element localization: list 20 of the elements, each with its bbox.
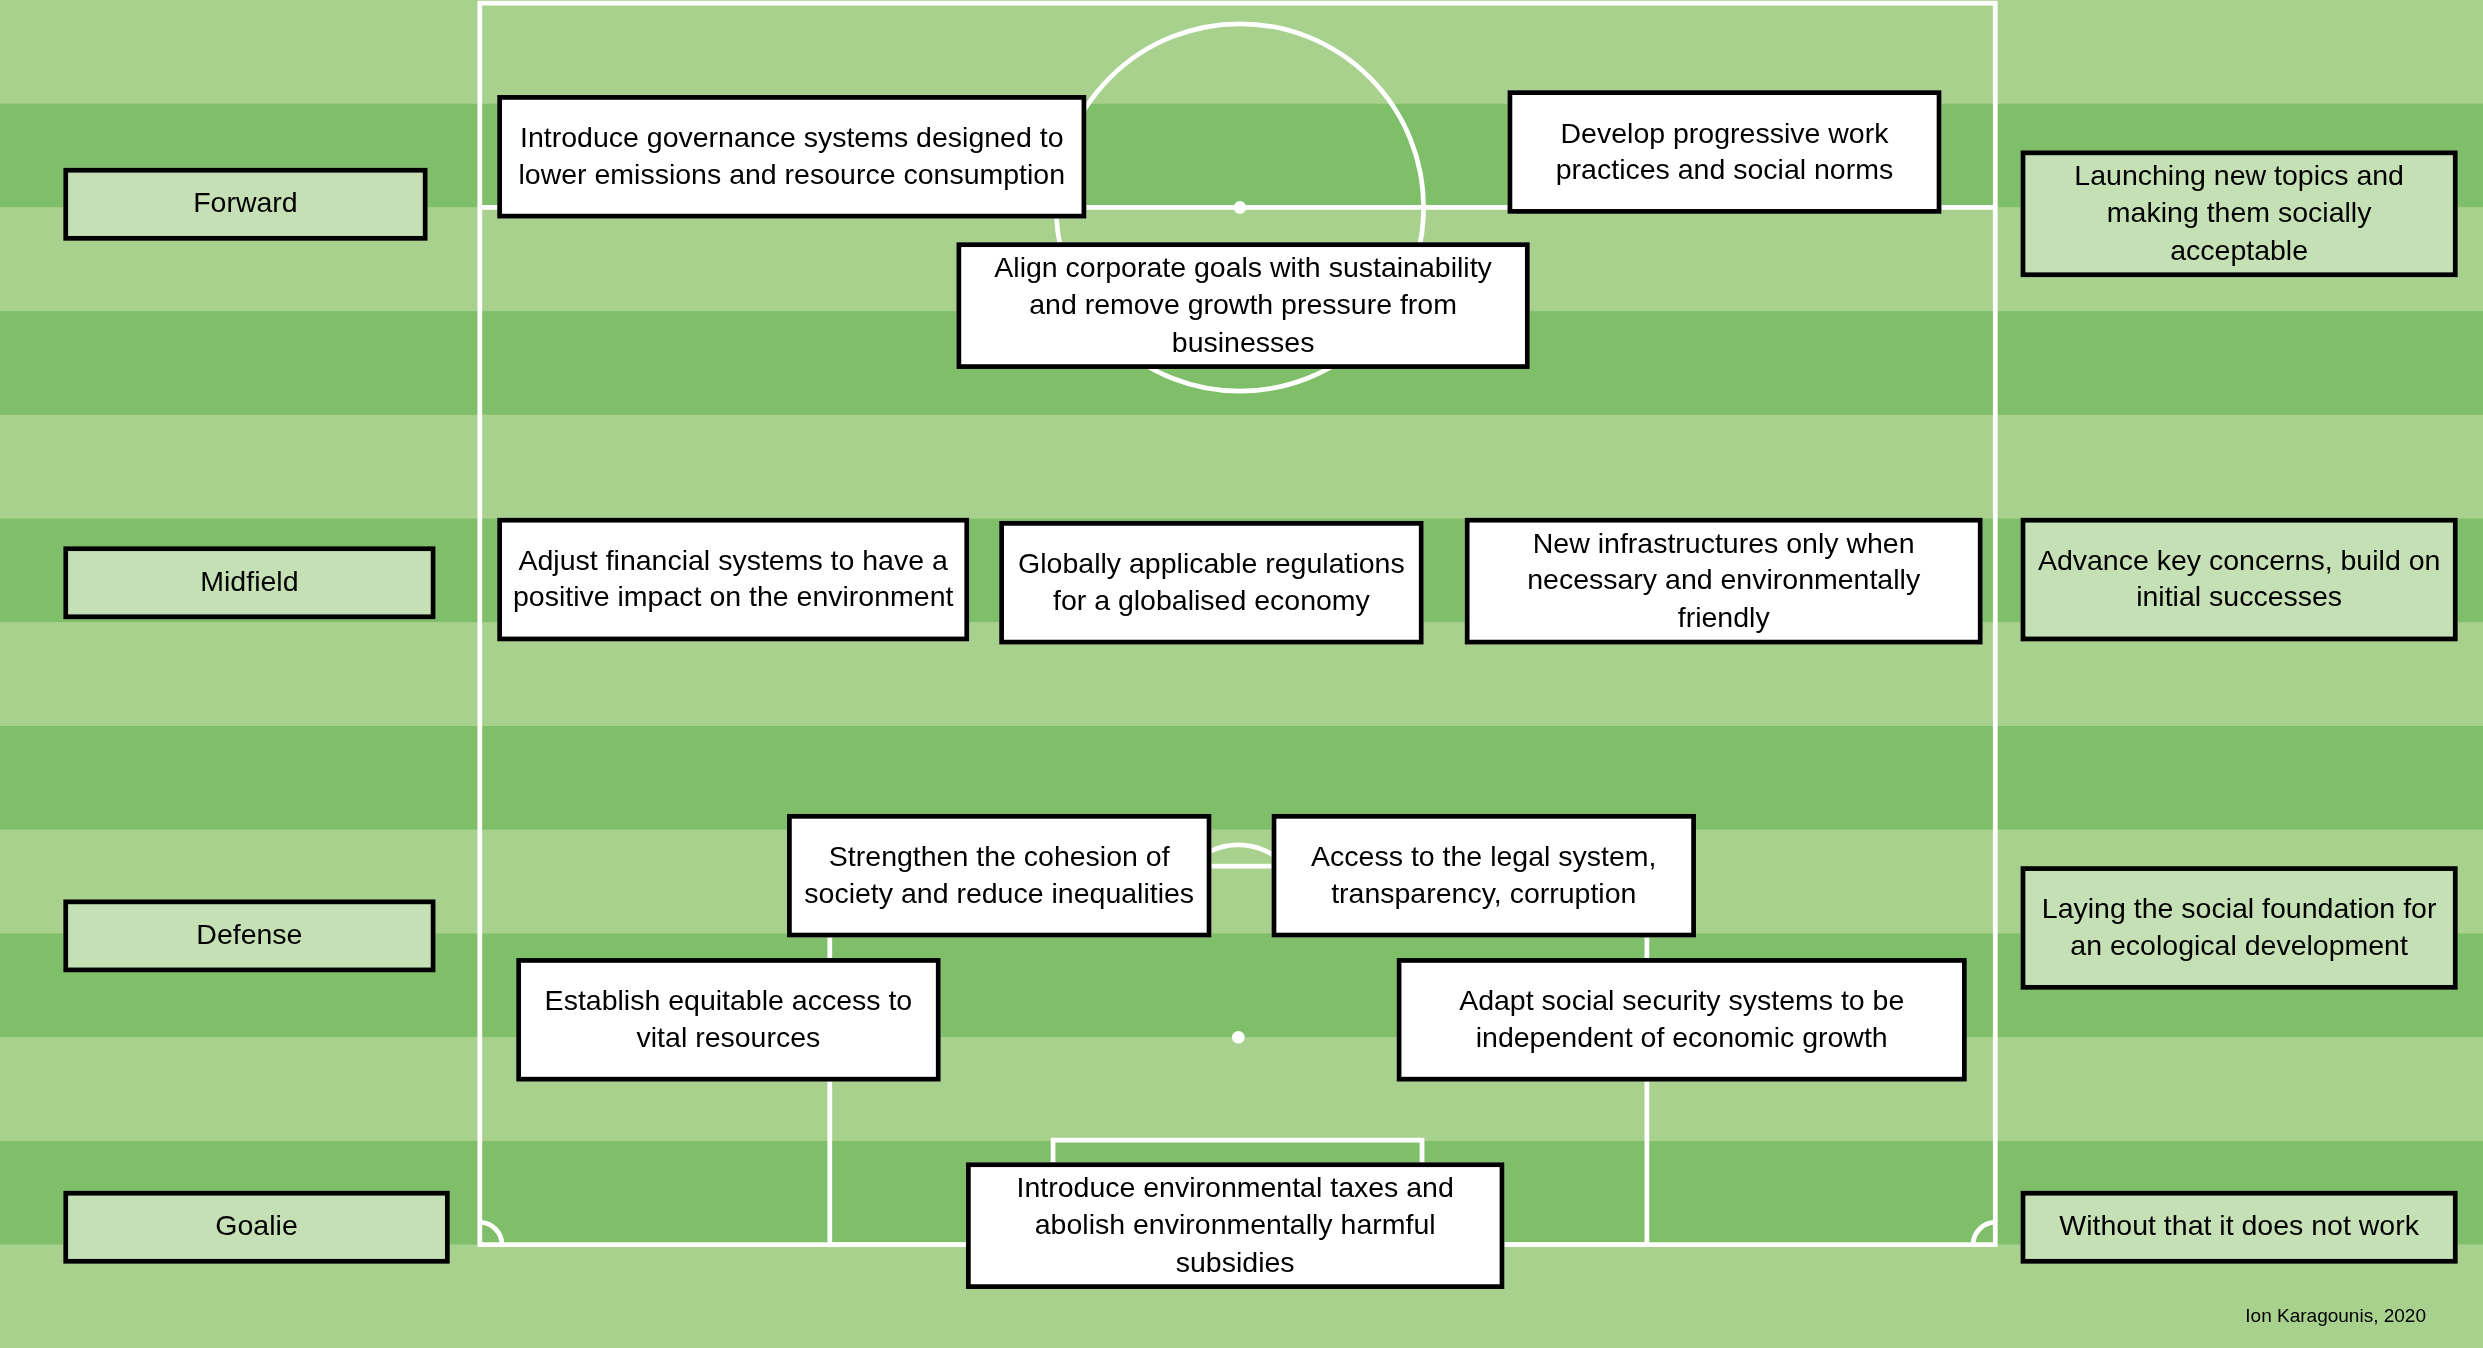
- source-credit: Ion Karagounis, 2020: [2244, 1304, 2426, 1327]
- role-description-box: Advance key concerns, build on initial successes: [2020, 517, 2458, 642]
- measure-box: Introduce governance systems designed to lower emissions and resource consumption: [497, 95, 1087, 219]
- measure-box: Adjust financial systems to have a positive impact on the environment: [497, 517, 970, 642]
- measure-box: Establish equitable access to vital resources: [516, 958, 941, 1082]
- measure-box: New infrastructures only when necessary and environmentally friendly: [1464, 517, 1983, 645]
- position-label: Forward: [63, 167, 428, 241]
- measure-box: Globally applicable regulations for a globalised economy: [999, 521, 1424, 645]
- measure-box: Introduce environmental taxes and abolish environmentally harmful subsidies: [965, 1162, 1505, 1290]
- measure-box: Strengthen the cohesion of society and reduce inequalities: [787, 813, 1212, 938]
- position-label: Midfield: [63, 546, 436, 620]
- measure-box: Adapt social security systems to be independent of economic growth: [1396, 958, 1967, 1082]
- measure-box: Develop progressive work practices and social norms: [1507, 90, 1942, 214]
- measure-box: Access to the legal system, transparency, corruption: [1271, 813, 1696, 938]
- role-description-box: Laying the social foundation for an ecological development: [2020, 866, 2458, 990]
- position-label: Goalie: [63, 1190, 450, 1264]
- role-description-box: Without that it does not work: [2020, 1190, 2458, 1264]
- position-label: Defense: [63, 899, 436, 973]
- measure-box: Align corporate goals with sustainability and remove growth pressure from businesses: [956, 242, 1530, 370]
- role-description-box: Launching new topics and making them socially acceptable: [2020, 150, 2458, 278]
